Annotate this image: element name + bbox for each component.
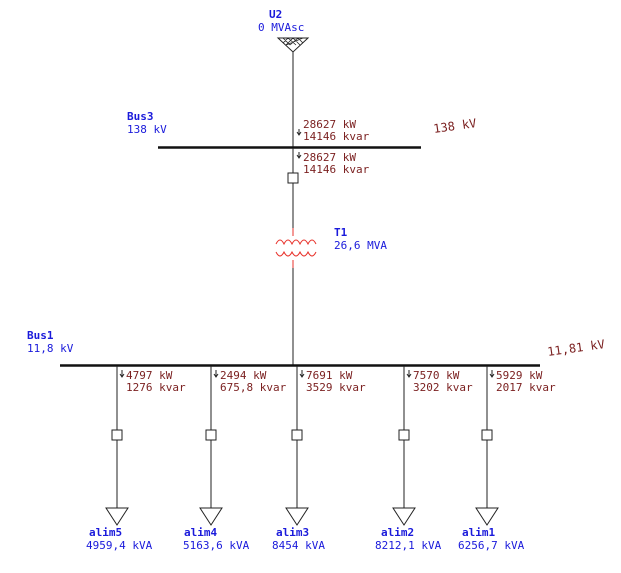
flow-q: 3202 kvar: [413, 381, 473, 394]
arrow-down-icon: [119, 370, 125, 378]
t1-name: T1: [334, 226, 348, 239]
bus3-nominal: 138 kV: [127, 123, 167, 136]
flow-p: 28627 kW: [303, 118, 356, 131]
bus3-name: Bus3: [127, 110, 154, 123]
bus1-nominal: 11,8 kV: [27, 342, 74, 355]
flow-source-to-bus3: 28627 kW 14146 kvar: [296, 118, 370, 143]
breaker-icon[interactable]: [481, 429, 493, 441]
bus1-name: Bus1: [27, 329, 54, 342]
transformer-icon[interactable]: [275, 228, 317, 268]
flow-q: 14146 kvar: [303, 130, 370, 143]
load-icon[interactable]: [199, 507, 223, 526]
source-rating: 0 MVAsc: [258, 21, 304, 34]
breaker-icon[interactable]: [205, 429, 217, 441]
utility-source-icon[interactable]: [276, 37, 310, 53]
arrow-down-icon: [296, 152, 302, 159]
flow-p: 5929 kW: [496, 369, 543, 382]
breaker-icon[interactable]: [111, 429, 123, 441]
flow-q: 14146 kvar: [303, 163, 370, 176]
arrow-down-icon: [406, 370, 412, 378]
source-name: U2: [269, 8, 282, 21]
arrow-down-icon: [296, 129, 302, 136]
flow-p: 7570 kW: [413, 369, 460, 382]
flow-q: 1276 kvar: [126, 381, 186, 394]
load-rating: 8454 kVA: [272, 539, 325, 552]
flow-q: 2017 kvar: [496, 381, 556, 394]
load-icon[interactable]: [475, 507, 499, 526]
flow-p: 4797 kW: [126, 369, 173, 382]
flow-bus3-to-t1: 28627 kW 14146 kvar: [296, 151, 370, 176]
load-name: alim2: [381, 526, 414, 539]
load-rating: 8212,1 kVA: [375, 539, 442, 552]
t1-rating: 26,6 MVA: [334, 239, 387, 252]
load-icon[interactable]: [285, 507, 309, 526]
load-rating: 5163,6 kVA: [183, 539, 250, 552]
load-rating: 6256,7 kVA: [458, 539, 525, 552]
flow-p: 2494 kW: [220, 369, 267, 382]
load-name: alim3: [276, 526, 309, 539]
load-icon[interactable]: [105, 507, 129, 526]
load-name: alim1: [462, 526, 495, 539]
breaker-icon[interactable]: [291, 429, 303, 441]
bus3-calculated-voltage: 138 kV: [432, 116, 477, 136]
flow-q: 675,8 kvar: [220, 381, 287, 394]
bus1-calculated-voltage: 11,81 kV: [546, 337, 605, 359]
flow-p: 7691 kW: [306, 369, 353, 382]
breaker-icon[interactable]: [398, 429, 410, 441]
flow-p: 28627 kW: [303, 151, 356, 164]
breaker-t1-icon[interactable]: [287, 172, 299, 184]
load-rating: 4959,4 kVA: [86, 539, 153, 552]
load-icon[interactable]: [392, 507, 416, 526]
arrow-down-icon: [299, 370, 305, 378]
load-name: alim4: [184, 526, 217, 539]
arrow-down-icon: [213, 370, 219, 378]
load-name: alim5: [89, 526, 122, 539]
arrow-down-icon: [489, 370, 495, 378]
flow-q: 3529 kvar: [306, 381, 366, 394]
